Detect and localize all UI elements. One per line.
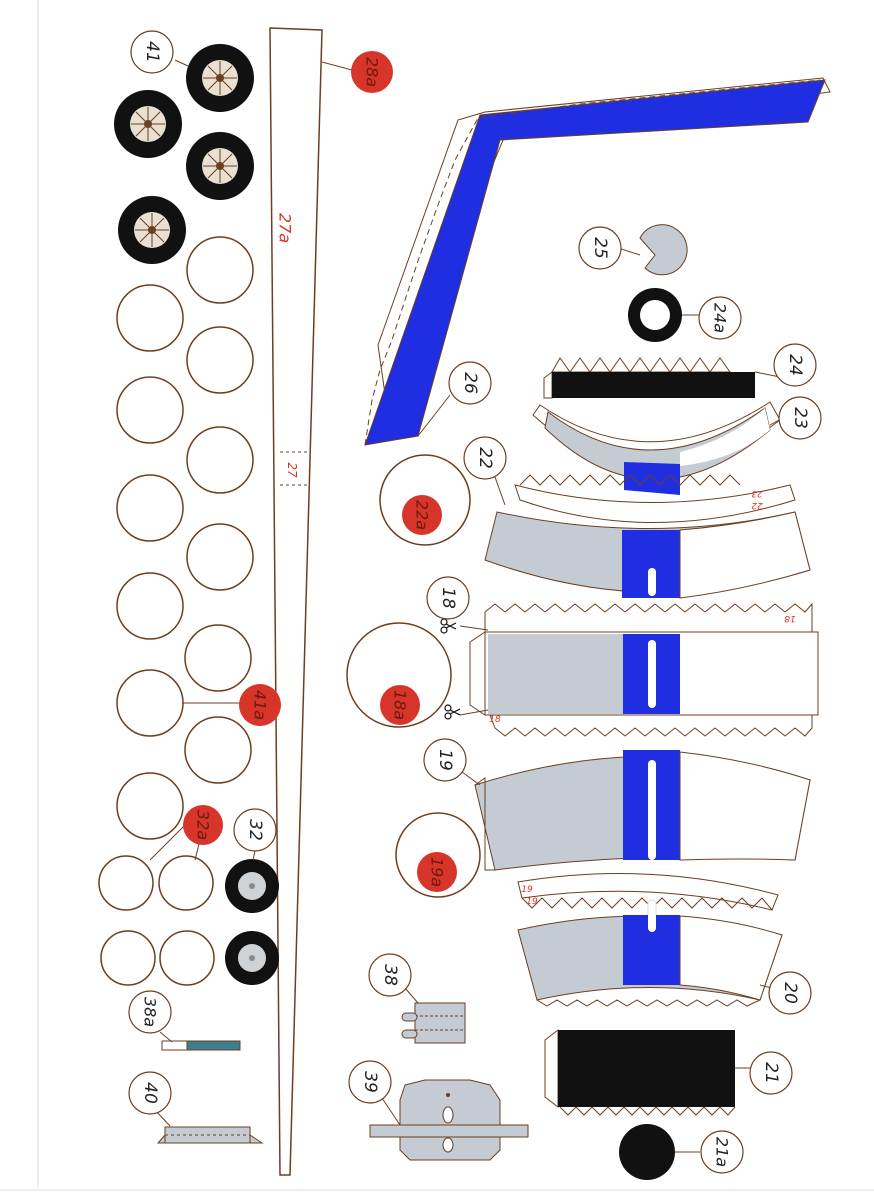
scissors-icon — [440, 618, 457, 634]
svg-text:41: 41 — [142, 41, 162, 63]
tab-label-18-bottom: 18 — [489, 715, 501, 725]
badge-19a: 19a — [417, 852, 457, 892]
ring-24a — [628, 288, 700, 342]
svg-text:32a: 32a — [194, 810, 213, 840]
callout-39: 39 — [348, 1060, 392, 1104]
callout-19: 19 — [423, 738, 467, 782]
svg-text:24: 24 — [785, 354, 805, 376]
part-38 — [401, 987, 466, 1044]
svg-text:41a: 41a — [251, 690, 270, 720]
part-21 — [544, 1028, 750, 1116]
badge-22a: 22a — [402, 495, 442, 535]
disc-parts-41a — [98, 236, 254, 986]
callout-25: 25 — [578, 226, 622, 270]
tab-label-23: 23 — [751, 488, 763, 498]
svg-text:24a: 24a — [711, 303, 730, 333]
wheel — [114, 90, 182, 158]
tab-label-19-top: 19 — [521, 885, 533, 895]
svg-text:28a: 28a — [363, 57, 382, 87]
svg-text:38a: 38a — [141, 997, 160, 1027]
part-18 — [459, 602, 819, 737]
callout-20: 20 — [768, 971, 812, 1015]
wheel — [186, 132, 254, 200]
part-22-strip — [514, 474, 796, 523]
part-38a — [159, 1031, 241, 1051]
callout-26: 26 — [448, 361, 492, 405]
badge-28a: 28a — [351, 51, 393, 93]
part-20 — [517, 912, 783, 1007]
svg-text:25: 25 — [590, 237, 610, 259]
wheels-32 — [225, 859, 279, 985]
wheels-41 — [114, 44, 254, 264]
callout-23: 23 — [778, 396, 822, 440]
tab-label-22: 22 — [751, 500, 763, 510]
wheel — [118, 196, 186, 264]
part-40 — [154, 1109, 264, 1144]
part-23 — [532, 401, 781, 495]
tab-label-19-bottom: 19 — [526, 897, 538, 907]
part-19 — [474, 750, 811, 871]
label-27a: 27a — [276, 213, 295, 243]
svg-text:22a: 22a — [413, 500, 432, 530]
badge-41a: 41a — [239, 684, 281, 726]
part-24 — [543, 357, 786, 399]
part-27a-strip — [269, 27, 353, 1176]
callout-38: 38 — [368, 953, 412, 997]
svg-text:22: 22 — [475, 447, 495, 469]
callout-21a: 21a — [700, 1130, 744, 1174]
svg-text:38: 38 — [380, 964, 400, 986]
callout-38a: 38a — [128, 990, 172, 1034]
svg-text:18: 18 — [438, 587, 458, 609]
svg-text:20: 20 — [780, 982, 800, 1004]
part-25 — [617, 224, 688, 276]
svg-text:19: 19 — [435, 749, 455, 771]
scissors-icon — [444, 704, 461, 720]
svg-text:39: 39 — [360, 1071, 380, 1093]
part-22-body — [484, 511, 811, 599]
svg-text:32: 32 — [245, 819, 265, 841]
label-27: 27 — [285, 462, 299, 478]
svg-text:26: 26 — [460, 372, 480, 394]
wheel — [186, 44, 254, 112]
callout-22: 22 — [463, 436, 507, 480]
disc-21a — [619, 1124, 700, 1180]
callout-32: 32 — [233, 808, 277, 852]
svg-text:21a: 21a — [713, 1137, 732, 1167]
svg-text:23: 23 — [790, 407, 810, 429]
callout-24: 24 — [773, 343, 817, 387]
tab-label-18-top: 18 — [784, 613, 796, 623]
callout-21: 21 — [749, 1051, 793, 1095]
disc-18 — [346, 622, 452, 728]
part-26-blue-strip — [364, 77, 831, 446]
svg-text:18a: 18a — [391, 690, 410, 720]
svg-text:19a: 19a — [428, 857, 447, 887]
badge-32a: 32a — [183, 805, 223, 845]
part-39 — [369, 1079, 529, 1161]
svg-text:21: 21 — [761, 1062, 781, 1084]
badge-18a: 18a — [380, 685, 420, 725]
callout-24a: 24a — [698, 296, 742, 340]
callout-41: 41 — [130, 30, 174, 74]
callout-40: 40 — [128, 1071, 172, 1115]
callout-18: 18 — [426, 576, 470, 620]
svg-text:40: 40 — [140, 1082, 160, 1104]
